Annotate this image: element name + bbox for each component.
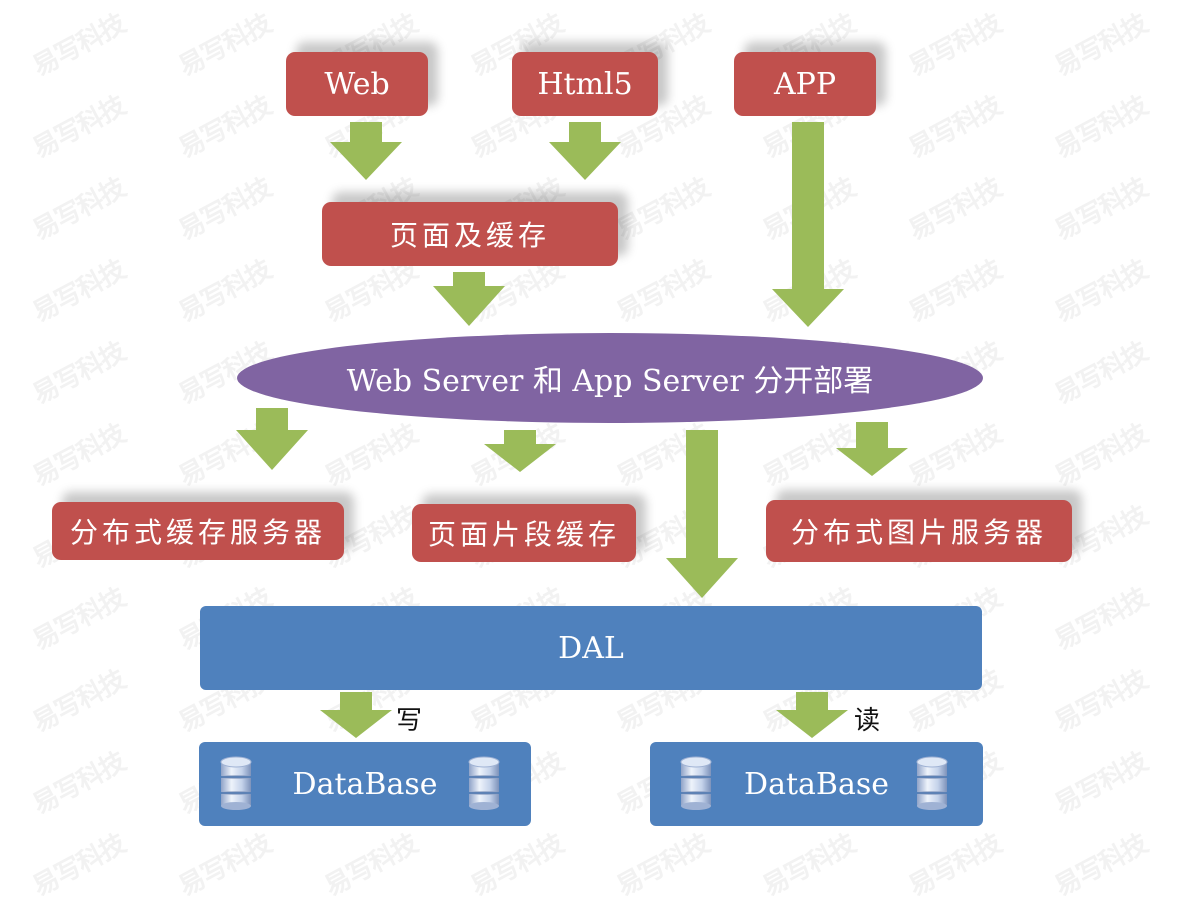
watermark-text: 易写科技: [1195, 418, 1200, 493]
database-icon: [468, 756, 500, 810]
watermark-text: 易写科技: [1049, 336, 1153, 411]
watermark-text: 易写科技: [173, 828, 277, 903]
arrow-cache-to-server: [433, 272, 505, 326]
read-label: 读: [854, 706, 881, 736]
dal-label: DAL: [558, 630, 624, 666]
watermark-text: 易写科技: [611, 254, 715, 329]
arrow-dal-to-read-db: [776, 692, 848, 738]
watermark-text: 易写科技: [1049, 90, 1153, 165]
watermark-text: 易写科技: [1049, 828, 1153, 903]
watermark-text: 易写科技: [27, 746, 131, 821]
page-fragment-cache-label: 页面片段缓存: [427, 518, 620, 551]
watermark-text: 易写科技: [27, 172, 131, 247]
client-web-box: Web: [286, 52, 428, 116]
arrow-html5-to-cache: [549, 122, 621, 180]
watermark-text: 易写科技: [611, 828, 715, 903]
database-icon: [680, 756, 712, 810]
watermark-text: 易写科技: [1195, 8, 1200, 83]
watermark-text: 易写科技: [1195, 254, 1200, 329]
watermark-text: 易写科技: [319, 828, 423, 903]
watermark-text: 易写科技: [27, 254, 131, 329]
arrow-server-to-image-server: [836, 422, 908, 476]
database-write-label: DataBase: [292, 766, 438, 802]
client-app-label: APP: [773, 66, 837, 102]
watermark-text: 易写科技: [1049, 746, 1153, 821]
watermark-text: 易写科技: [1049, 418, 1153, 493]
watermark-text: 易写科技: [319, 418, 423, 493]
watermark-text: 易写科技: [465, 828, 569, 903]
database-read-label: DataBase: [744, 766, 889, 802]
watermark-text: 易写科技: [1049, 582, 1153, 657]
page-fragment-cache-box: 页面片段缓存: [412, 504, 636, 562]
watermark-text: 易写科技: [903, 828, 1007, 903]
watermark-text: 易写科技: [1049, 8, 1153, 83]
watermark-text: 易写科技: [27, 828, 131, 903]
watermark-text: 易写科技: [1195, 746, 1200, 821]
arrow-server-to-dal: [666, 430, 738, 598]
client-html5-box: Html5: [512, 52, 658, 116]
watermark-text: 易写科技: [27, 582, 131, 657]
dal-box: DAL: [200, 606, 982, 690]
client-html5-label: Html5: [537, 66, 633, 102]
watermark-text: 易写科技: [757, 828, 861, 903]
watermark-text: 易写科技: [903, 418, 1007, 493]
write-label: 写: [396, 706, 423, 736]
arrow-server-to-distributed-cache: [236, 408, 308, 470]
watermark-text: 易写科技: [1195, 172, 1200, 247]
watermark-text: 易写科技: [1195, 828, 1200, 903]
watermark-text: 易写科技: [27, 418, 131, 493]
arrow-server-to-page-fragment: [484, 430, 556, 472]
watermark-text: 易写科技: [1195, 582, 1200, 657]
watermark-text: 易写科技: [27, 336, 131, 411]
distributed-image-server-box: 分布式图片服务器: [766, 500, 1072, 562]
page-cache-label: 页面及缓存: [389, 219, 550, 252]
watermark-text: 易写科技: [27, 8, 131, 83]
watermark-text: 易写科技: [173, 172, 277, 247]
watermark-text: 易写科技: [611, 172, 715, 247]
server-ellipse: Web Server 和 App Server 分开部署: [237, 333, 983, 423]
distributed-cache-server-box: 分布式缓存服务器: [52, 502, 344, 560]
database-icon: [220, 756, 252, 810]
arrow-web-to-cache: [330, 122, 402, 180]
server-label: Web Server 和 App Server 分开部署: [346, 364, 874, 399]
watermark-text: 易写科技: [1049, 254, 1153, 329]
distributed-cache-server-label: 分布式缓存服务器: [69, 516, 326, 549]
watermark-text: 易写科技: [1049, 664, 1153, 739]
watermark-text: 易写科技: [173, 8, 277, 83]
watermark-text: 易写科技: [173, 90, 277, 165]
watermark-text: 易写科技: [1049, 172, 1153, 247]
watermark-text: 易写科技: [1195, 664, 1200, 739]
client-app-box: APP: [734, 52, 876, 116]
client-web-label: Web: [324, 66, 390, 102]
watermark-text: 易写科技: [1195, 90, 1200, 165]
watermark-text: 易写科技: [903, 90, 1007, 165]
watermark-text: 易写科技: [27, 664, 131, 739]
arrow-dal-to-write-db: [320, 692, 392, 738]
watermark-text: 易写科技: [173, 254, 277, 329]
watermark-text: 易写科技: [27, 90, 131, 165]
distributed-image-server-label: 分布式图片服务器: [790, 516, 1047, 549]
watermark-text: 易写科技: [903, 172, 1007, 247]
arrow-app-to-server: [772, 122, 844, 327]
database-icon: [916, 756, 948, 810]
watermark-text: 易写科技: [1195, 336, 1200, 411]
watermark-text: 易写科技: [1195, 500, 1200, 575]
page-cache-box: 页面及缓存: [322, 202, 618, 266]
watermark-text: 易写科技: [903, 254, 1007, 329]
watermark-text: 易写科技: [903, 8, 1007, 83]
